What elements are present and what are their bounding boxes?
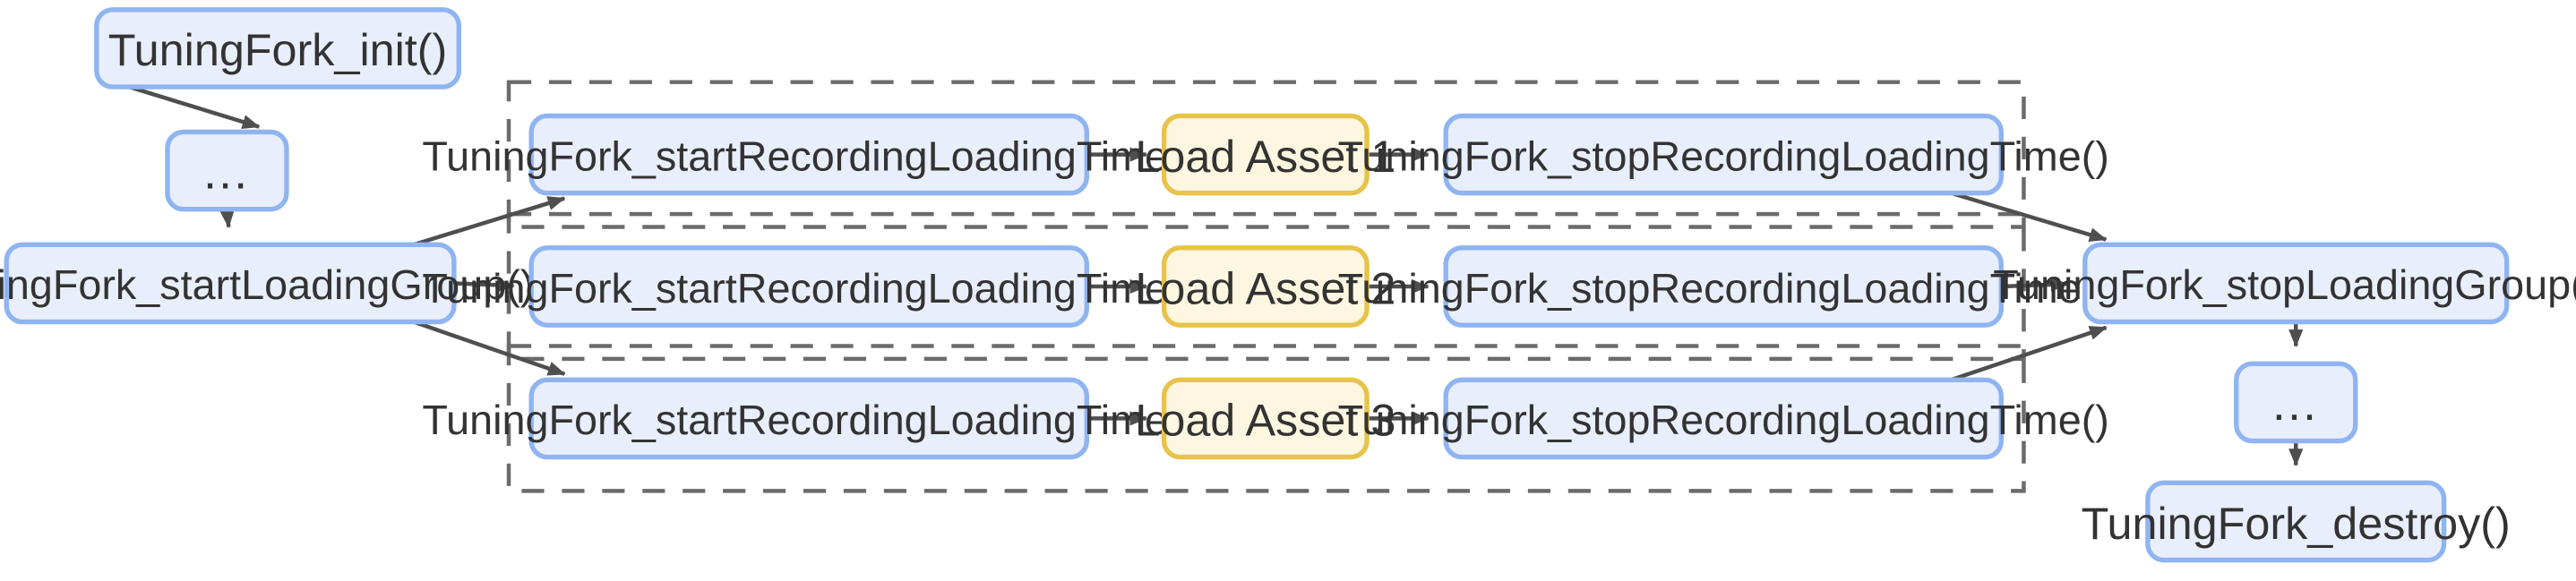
node-shape-start1 xyxy=(528,113,1090,196)
edge-startGroup-to-start1 xyxy=(413,196,566,247)
node-shape-startGroup xyxy=(4,242,457,325)
node-shape-stop3 xyxy=(1443,377,2004,460)
node-start2[interactable]: TuningFork_startRecordingLoadingTime() xyxy=(422,245,1196,328)
node-start1[interactable]: TuningFork_startRecordingLoadingTime() xyxy=(422,113,1196,196)
edge-stop2-to-stopGroup xyxy=(2001,277,2069,292)
node-stop1[interactable]: TuningFork_stopRecordingLoadingTime() xyxy=(1338,113,2109,196)
edge-stop1-to-stopGroup xyxy=(1950,191,2108,243)
edge-startGroup-to-start3 xyxy=(413,320,566,376)
node-dots1[interactable]: … xyxy=(165,129,289,212)
edge-layer xyxy=(128,84,2304,466)
node-shape-start2 xyxy=(528,245,1090,328)
node-shape-stop2 xyxy=(1443,245,2004,328)
node-shape-dots1 xyxy=(165,129,289,212)
node-init[interactable]: TuningFork_init() xyxy=(94,7,461,90)
node-asset3[interactable]: Load Asset 3 xyxy=(1135,377,1395,460)
cluster-group-row-3 xyxy=(506,344,2026,493)
node-layer: TuningFork_init() … TuningFork_startLoadin… xyxy=(0,7,2576,563)
node-start3[interactable]: TuningFork_startRecordingLoadingTime() xyxy=(422,377,1196,460)
node-startGroup[interactable]: TuningFork_startLoadingGroup() xyxy=(0,242,534,325)
node-shape-asset2 xyxy=(1161,245,1370,328)
edge-init-to-dots1 xyxy=(128,84,261,129)
node-stop3[interactable]: TuningFork_stopRecordingLoadingTime() xyxy=(1338,377,2109,460)
edge-stop3-to-stopGroup xyxy=(1950,325,2108,382)
node-shape-stop1 xyxy=(1443,113,2004,196)
node-asset1[interactable]: Load Asset 1 xyxy=(1135,113,1395,196)
edge-startGroup-to-start2 xyxy=(453,278,515,293)
node-shape-dots2 xyxy=(2234,361,2358,444)
node-asset2[interactable]: Load Asset 2 xyxy=(1135,245,1395,328)
node-destroy[interactable]: TuningFork_destroy() xyxy=(2082,480,2511,563)
node-shape-start3 xyxy=(528,377,1090,460)
edge-dots1-to-startGroup xyxy=(219,209,235,229)
node-stopGroup[interactable]: TuningFork_stopLoadingGroup() xyxy=(1993,242,2576,325)
cluster-group-row-1 xyxy=(506,80,2026,229)
node-shape-asset3 xyxy=(1161,377,1370,460)
node-shape-destroy xyxy=(2145,480,2447,563)
node-shape-init xyxy=(94,7,461,90)
node-shape-stopGroup xyxy=(2082,242,2510,325)
node-stop2[interactable]: TuningFork_stopRecordingLoadingTime() xyxy=(1338,245,2109,328)
node-shape-asset1 xyxy=(1161,113,1370,196)
node-dots2[interactable]: … xyxy=(2234,361,2358,444)
